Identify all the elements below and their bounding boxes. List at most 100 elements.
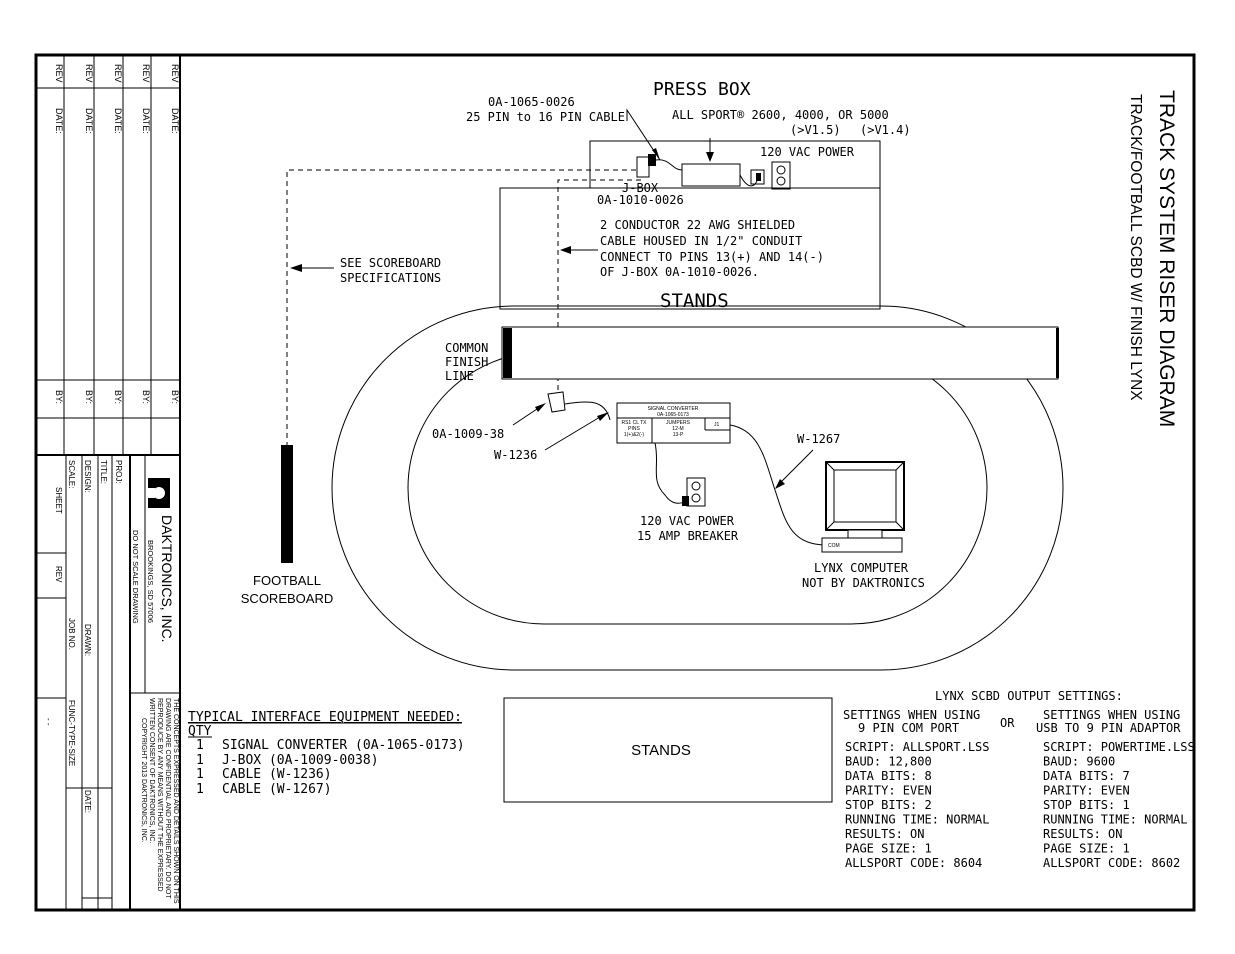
rev-label-1: REV (54, 64, 64, 83)
running-track (331, 305, 1064, 671)
converter-plug-icon (682, 496, 689, 506)
drawing-subtitle: TRACK/FOOTBALL SCBD W/ FINISH LYNX (1127, 94, 1144, 401)
drawing-border (34, 53, 1196, 912)
job-no-label: JOB NO. (67, 618, 76, 650)
settings-left-line: ALLSPORT CODE: 8604 (845, 856, 982, 870)
converter-part: 0A-1065-0173 (657, 412, 689, 418)
press-box-jbox (636, 156, 650, 178)
svg-text:THE CONCEPTS EXPRESSED AND DET: THE CONCEPTS EXPRESSED AND DETAILS SHOWN… (172, 698, 179, 904)
rev2-label: REV (54, 566, 63, 583)
equipment-header: TYPICAL INTERFACE EQUIPMENT NEEDED: (188, 710, 462, 725)
equipment-qty-label: QTY (188, 724, 212, 739)
allsport-console (681, 163, 741, 187)
svg-text:PINS: PINS (628, 426, 640, 432)
settings-right-line: RESULTS: ON (1043, 827, 1122, 841)
svg-text:COPYRIGHT 2013 DAKTRONICS, INC: COPYRIGHT 2013 DAKTRONICS, INC. (140, 718, 147, 843)
allsport-version-1: (>V1.5) (790, 123, 841, 137)
title-label: TITLE: (99, 460, 108, 484)
conduit-note-line-3: CONNECT TO PINS 13(+) AND 14(-) (600, 250, 824, 264)
equipment-item-2-qty: 1 (196, 753, 204, 768)
settings-left-line: DATA BITS: 8 (845, 769, 932, 783)
football-scoreboard-line-2: SCOREBOARD (241, 591, 333, 606)
do-not-scale: DO NOT SCALE DRAWING (131, 530, 140, 624)
rev-label-4: REV (141, 64, 151, 83)
settings-left-line: SCRIPT: ALLSPORT.LSS (845, 740, 990, 754)
lynx-computer-icon: COM (821, 461, 905, 553)
cable-description: 25 PIN to 16 PIN CABLE (466, 110, 625, 124)
settings-left-line: RESULTS: ON (845, 827, 924, 841)
svg-text:WRITTEN CONSENT OF DAKTRONICS,: WRITTEN CONSENT OF DAKTRONICS, INC. (148, 698, 155, 843)
settings-left-header-1: SETTINGS WHEN USING (843, 708, 980, 722)
date-label-2: DATE: (84, 108, 94, 134)
svg-text:DRAWING ARE CONFIDENTIAL AND P: DRAWING ARE CONFIDENTIAL AND PROPRIETARY… (164, 698, 171, 899)
settings-right-line: PARITY: EVEN (1043, 784, 1130, 798)
settings-right-line: BAUD: 9600 (1043, 755, 1115, 769)
equipment-item-3-qty: 1 (196, 767, 204, 782)
by-label-4: BY: (141, 390, 151, 404)
finish-line-label-1: COMMON (445, 341, 488, 355)
press-box-title: PRESS BOX (653, 79, 751, 100)
settings-left-line: BAUD: 12,800 (845, 755, 932, 769)
svg-text:RS1 CL TX: RS1 CL TX (621, 420, 647, 426)
finish-line-label-2: FINISH (445, 355, 488, 369)
date-label-1: DATE: (54, 108, 64, 134)
allsport-version-2: (>V1.4) (860, 123, 911, 137)
finish-straightaway (501, 326, 1059, 380)
conduit-note-line-4: OF J-BOX 0A-1010-0026. (600, 265, 759, 279)
see-scoreboard-line-2: SPECIFICATIONS (340, 271, 441, 285)
track-outlet-icon (686, 477, 706, 507)
drawing-title: TRACK SYSTEM RISER DIAGRAM (1155, 90, 1178, 427)
confidential-notice: THE CONCEPTS EXPRESSED AND DETAILS SHOWN… (140, 698, 179, 904)
title-block: REV REV REV REV REV DATE: DATE: DATE: DA… (36, 55, 181, 910)
svg-text:12-M: 12-M (672, 426, 683, 432)
converter-power-cord (654, 442, 689, 504)
company-location: BROOKINGS, SD 57006 (146, 540, 155, 623)
equipment-item-3: CABLE (W-1236) (222, 767, 332, 782)
rev-label-2: REV (84, 64, 94, 83)
track-jbox (547, 391, 611, 421)
equipment-item-2: J-BOX (0A-1009-0038) (222, 753, 379, 768)
company-name: DAKTRONICS, INC. (159, 515, 175, 643)
outlet-icon (771, 161, 791, 190)
svg-text:REPRODUCE BY ANY MEANS WITHOUT: REPRODUCE BY ANY MEANS WITHOUT THE EXPRE… (156, 698, 163, 892)
settings-left-line: STOP BITS: 2 (845, 798, 932, 812)
func-type-size-label: FUNC-TYPE-SIZE (67, 700, 76, 766)
daktronics-logo (148, 478, 170, 508)
by-label-2: BY: (84, 390, 94, 404)
football-scoreboard-line-1: FOOTBALL (253, 573, 321, 588)
proj-label: PROJ: (114, 460, 123, 484)
settings-right-line: STOP BITS: 1 (1043, 798, 1130, 812)
settings-right-line: RUNNING TIME: NORMAL (1043, 813, 1188, 827)
equipment-item-1-qty: 1 (196, 738, 204, 753)
finish-line-marker (503, 328, 512, 378)
settings-right-header-2: USB TO 9 PIN ADAPTOR (1036, 721, 1181, 735)
lynx-output-settings: LYNX SCBD OUTPUT SETTINGS: OR SETTINGS W… (843, 689, 1195, 870)
date2-label: DATE: (83, 790, 92, 813)
settings-right-line: SCRIPT: POWERTIME.LSS (1043, 740, 1195, 754)
stands-top-label: STANDS (660, 290, 729, 312)
converter-title: SIGNAL CONVERTER (648, 406, 699, 412)
press-box: PRESS BOX 0A-1065-0026 25 PIN to 16 PIN … (466, 79, 911, 207)
cable-w1267 (729, 424, 827, 546)
by-label-1: BY: (54, 390, 64, 404)
date-label-3: DATE: (113, 108, 123, 134)
signal-converter: SIGNAL CONVERTER 0A-1065-0173 RS1 CL TX … (616, 402, 731, 444)
design-label: DESIGN: (83, 460, 92, 493)
equipment-item-4: CABLE (W-1267) (222, 782, 332, 797)
football-scoreboard-icon (281, 445, 293, 563)
cable-part-number: 0A-1065-0026 (488, 95, 575, 109)
scale-label: SCALE: (67, 460, 76, 488)
outlet-power-line-2: 15 AMP BREAKER (637, 529, 739, 543)
settings-or: OR (1000, 716, 1015, 730)
allsport-models: ALL SPORT® 2600, 4000, OR 5000 (672, 108, 889, 122)
see-scoreboard-line-1: SEE SCOREBOARD (340, 256, 441, 270)
settings-title: LYNX SCBD OUTPUT SETTINGS: (935, 689, 1123, 703)
stands-bottom (503, 697, 833, 803)
date-label-4: DATE: (141, 108, 151, 134)
finish-line-label-3: LINE (445, 369, 474, 383)
drawn-label: DRAWN: (83, 624, 92, 656)
cable-w1267-label: W-1267 (797, 432, 840, 446)
equipment-item-1: SIGNAL CONVERTER (0A-1065-0173) (222, 738, 465, 753)
